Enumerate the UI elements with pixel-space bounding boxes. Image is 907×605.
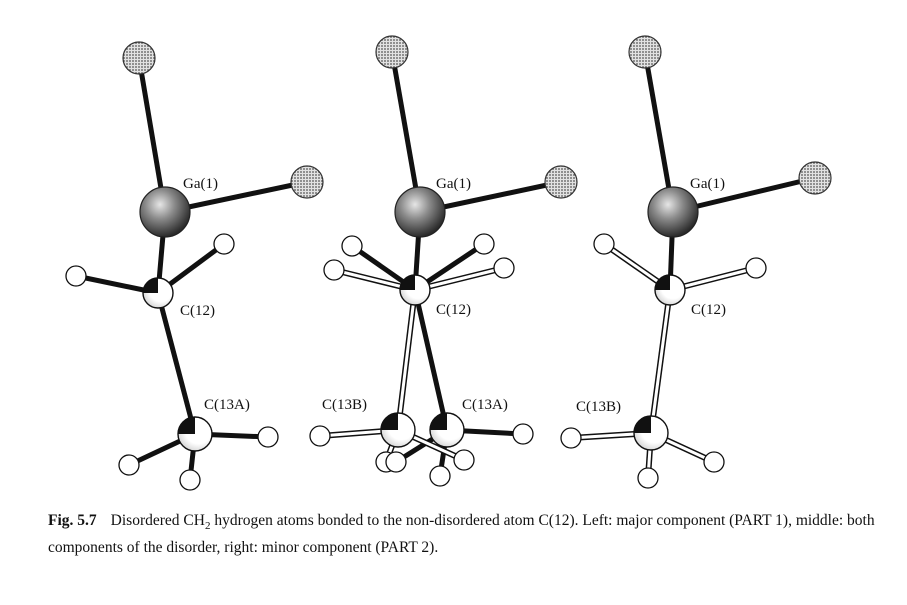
- ga-atom: [647, 186, 699, 238]
- right-molecule-part2: Ga(1) C(12) C(13B): [560, 35, 832, 489]
- open-bond-c12-c13b: [649, 289, 672, 434]
- h-atom: [118, 454, 140, 476]
- h-atom: [65, 265, 87, 287]
- h-atom: [512, 423, 534, 445]
- middle-molecule-both-parts: Ga(1) C(12) C(13B) C(13A): [309, 35, 578, 487]
- h-atom: [703, 451, 725, 473]
- bond-ga-ligand-top: [642, 51, 676, 213]
- h-atom: [493, 257, 515, 279]
- h-atom: [745, 257, 767, 279]
- open-bond-c12-c13b: [396, 289, 417, 431]
- ga-atom: [139, 186, 191, 238]
- h-atom: [341, 235, 363, 257]
- caption-text-end: hydrogen atoms bonded to the non-disorde…: [48, 512, 875, 557]
- c13a-octant: [178, 417, 195, 434]
- ligand-atom-top: [375, 35, 409, 69]
- bond-c12-c13a: [155, 292, 198, 435]
- ga-atom: [394, 186, 446, 238]
- c13b-octant: [634, 416, 651, 433]
- bond-c12-c13a: [412, 289, 450, 431]
- label-c12: C(12): [436, 302, 471, 318]
- c13b-octant: [381, 413, 398, 430]
- caption-text-start: Disordered CH: [110, 512, 205, 529]
- figure-caption: Fig. 5.7 Disordered CH2 hydrogen atoms bo…: [48, 510, 898, 559]
- h-atom: [179, 469, 201, 491]
- h-atom: [473, 233, 495, 255]
- h-atom: [257, 426, 279, 448]
- label-ga1: Ga(1): [183, 176, 218, 192]
- h-atom: [385, 451, 407, 473]
- h-atom: [453, 449, 475, 471]
- h-atom: [213, 233, 235, 255]
- c13a-octant: [430, 413, 447, 430]
- ligand-atom-top: [628, 35, 662, 69]
- ligand-atom-top: [122, 41, 156, 75]
- h-atom: [593, 233, 615, 255]
- molecular-structure-figure: Ga(1) C(12) C(13A): [65, 35, 832, 491]
- label-ga1: Ga(1): [436, 176, 471, 192]
- bond-ga-ligand-top: [136, 57, 168, 213]
- h-atom: [637, 467, 659, 489]
- ligand-atom-right: [290, 165, 324, 199]
- bond-ga-ligand-top: [389, 51, 423, 213]
- left-molecule-part1: Ga(1) C(12) C(13A): [65, 41, 324, 491]
- label-c13a: C(13A): [462, 397, 508, 413]
- h-atom: [323, 259, 345, 281]
- c12-octant: [143, 278, 158, 293]
- label-c13a: C(13A): [204, 397, 250, 413]
- ligand-atom-right: [798, 161, 832, 195]
- label-ga1: Ga(1): [690, 176, 725, 192]
- label-c12: C(12): [691, 302, 726, 318]
- label-c13b: C(13B): [322, 397, 367, 413]
- label-c12: C(12): [180, 303, 215, 319]
- caption-subscript: 2: [204, 520, 211, 533]
- figure-number: Fig. 5.7: [48, 512, 97, 529]
- h-atom: [429, 465, 451, 487]
- label-c13b: C(13B): [576, 399, 621, 415]
- c12-octant: [655, 275, 670, 290]
- ligand-atom-right: [544, 165, 578, 199]
- h-atom: [560, 427, 582, 449]
- c12-octant: [400, 275, 415, 290]
- h-atom: [309, 425, 331, 447]
